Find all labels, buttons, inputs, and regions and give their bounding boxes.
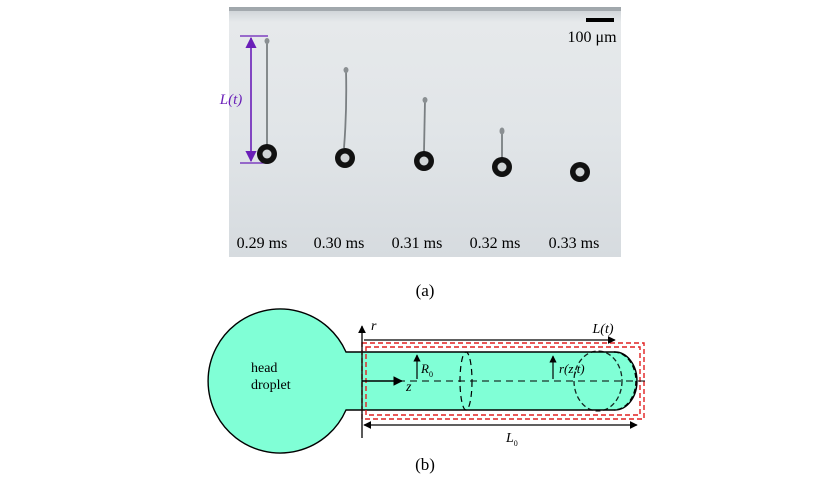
filament-tip: [499, 127, 505, 135]
r-axis-label: r: [371, 319, 377, 334]
caption-a: (a): [416, 281, 435, 300]
panel-b-schematic: r z L(t) R0 r(z,t) L0 head droplet: [207, 308, 646, 454]
droplet-highlight: [262, 149, 272, 159]
caption-b: (b): [415, 455, 435, 474]
frame-0-30ms: [335, 67, 355, 168]
tip-bulb-circle: [573, 350, 623, 412]
profile-label: r(z,t): [559, 361, 585, 376]
droplet-label: droplet: [251, 378, 291, 393]
top-edge-shadow: [229, 7, 621, 11]
filament: [423, 99, 426, 153]
scale-bar: [586, 18, 614, 22]
time-label: 0.29 ms: [237, 235, 288, 252]
time-label: 0.31 ms: [392, 235, 443, 252]
droplet-highlight: [419, 156, 429, 166]
frame-0-32ms: [492, 127, 512, 177]
radius-label: R0: [420, 361, 433, 379]
length-label-b: L(t): [592, 322, 614, 337]
filament-tip: [422, 97, 428, 103]
scale-bar-label: 100 μm: [567, 29, 617, 46]
droplet-highlight: [575, 167, 585, 177]
droplet-highlight: [497, 162, 507, 172]
filament-tip: [343, 67, 349, 73]
frame-0-29ms: [257, 38, 277, 164]
total-length-label: L0: [505, 431, 518, 448]
frame-0-33ms: [570, 162, 590, 182]
time-label: 0.32 ms: [470, 235, 521, 252]
panel-a-photo: 100 μm L(t): [219, 7, 621, 257]
head-label: head: [251, 361, 277, 376]
time-label: 0.33 ms: [549, 235, 600, 252]
filament-tip: [264, 38, 270, 44]
filament: [343, 69, 348, 149]
droplet-highlight: [340, 153, 350, 163]
frame-0-31ms: [414, 97, 434, 171]
length-label-a: L(t): [219, 92, 243, 108]
time-label: 0.30 ms: [314, 235, 365, 252]
tip-bulb-dashed: [613, 351, 637, 411]
z-axis-label: z: [405, 380, 412, 395]
